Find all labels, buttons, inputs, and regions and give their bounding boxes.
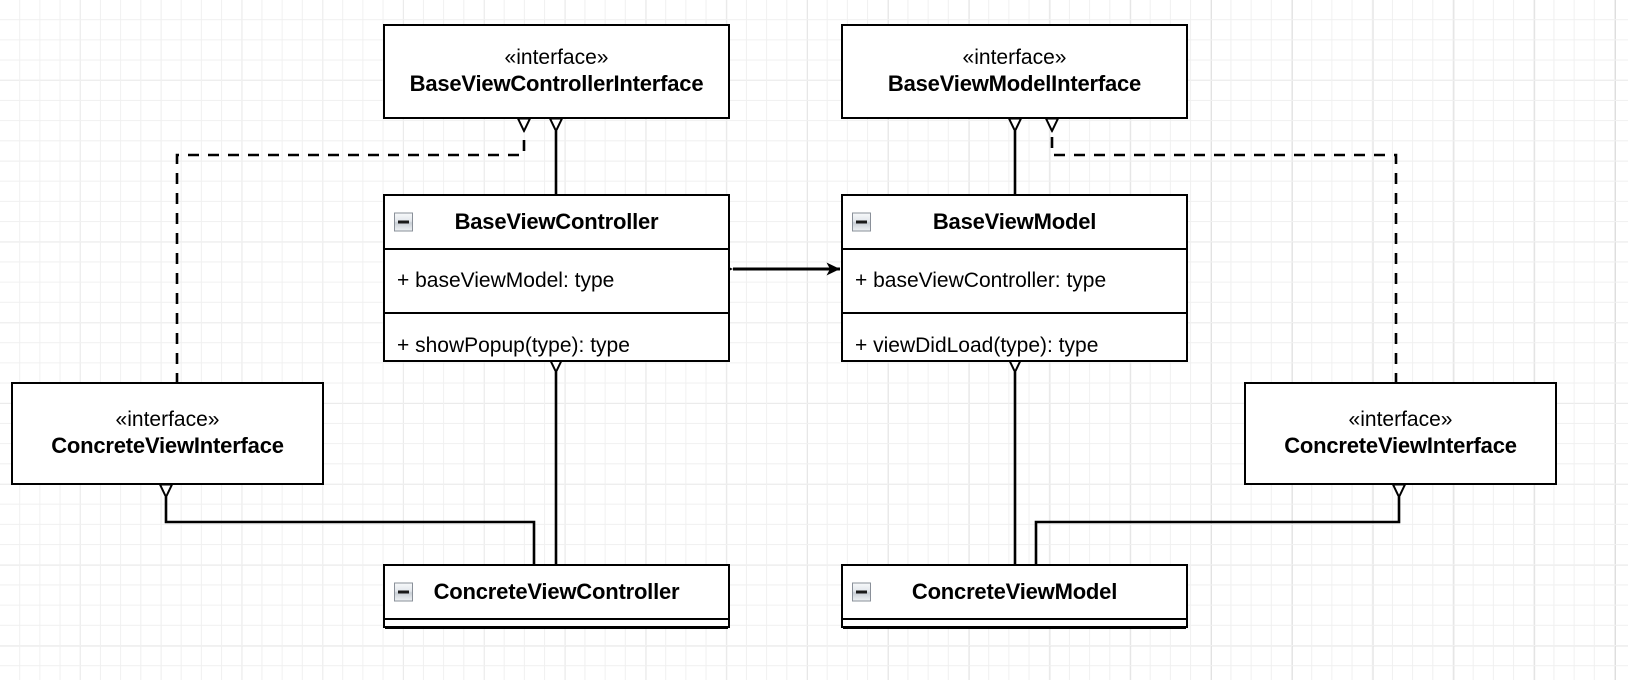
class-header: ConcreteViewController [385, 566, 728, 620]
collapse-minus-icon[interactable] [852, 582, 871, 602]
collapse-minus-icon[interactable] [394, 212, 413, 232]
stereotype-label: «interface» [962, 46, 1067, 70]
stereotype-label: «interface» [115, 408, 220, 432]
stereotype-label: «interface» [1348, 408, 1453, 432]
attribute-compartment-empty [385, 620, 728, 629]
class-box-concrete-view-model[interactable]: ConcreteViewModel [841, 564, 1188, 629]
class-box-base-view-model-interface[interactable]: «interface» BaseViewModelInterface [841, 24, 1188, 119]
stereotype-label: «interface» [504, 46, 609, 70]
class-name-label: BaseViewModel [932, 209, 1097, 234]
class-header: BaseViewController [385, 196, 728, 250]
class-box-base-view-controller[interactable]: BaseViewController + baseViewModel: type… [383, 194, 730, 362]
collapse-minus-icon[interactable] [394, 582, 413, 602]
edge-generalization-cvc-to-cvi-left [166, 497, 536, 566]
class-name-label: BaseViewController [454, 209, 659, 234]
operation-row: + showPopup(type): type [397, 334, 630, 357]
class-name-label: BaseViewModelInterface [887, 70, 1142, 96]
attribute-row: + baseViewModel: type [385, 250, 728, 314]
class-name-label: ConcreteViewInterface [1284, 432, 1517, 458]
operation-row: + viewDidLoad(type): type [855, 334, 1099, 357]
edge-generalization-cvm-to-cvi-right [1034, 497, 1399, 566]
attribute-row: + baseViewController: type [843, 250, 1186, 314]
class-name-label: ConcreteViewController [433, 579, 680, 604]
class-box-base-view-controller-interface[interactable]: «interface» BaseViewControllerInterface [383, 24, 730, 119]
operation-compartment-empty [843, 629, 1186, 638]
class-header: BaseViewModel [843, 196, 1186, 250]
attribute-compartment-empty [843, 620, 1186, 629]
class-box-concrete-view-interface-left[interactable]: «interface» ConcreteViewInterface [11, 382, 324, 485]
operation-compartment-empty [385, 629, 728, 638]
class-box-concrete-view-controller[interactable]: ConcreteViewController [383, 564, 730, 629]
class-name-label: ConcreteViewInterface [51, 432, 284, 458]
class-name-label: BaseViewControllerInterface [409, 70, 704, 96]
class-name-label: ConcreteViewModel [911, 579, 1118, 604]
class-box-base-view-model[interactable]: BaseViewModel + baseViewController: type… [841, 194, 1188, 362]
collapse-minus-icon[interactable] [852, 212, 871, 232]
class-header: ConcreteViewModel [843, 566, 1186, 620]
class-box-concrete-view-interface-right[interactable]: «interface» ConcreteViewInterface [1244, 382, 1557, 485]
